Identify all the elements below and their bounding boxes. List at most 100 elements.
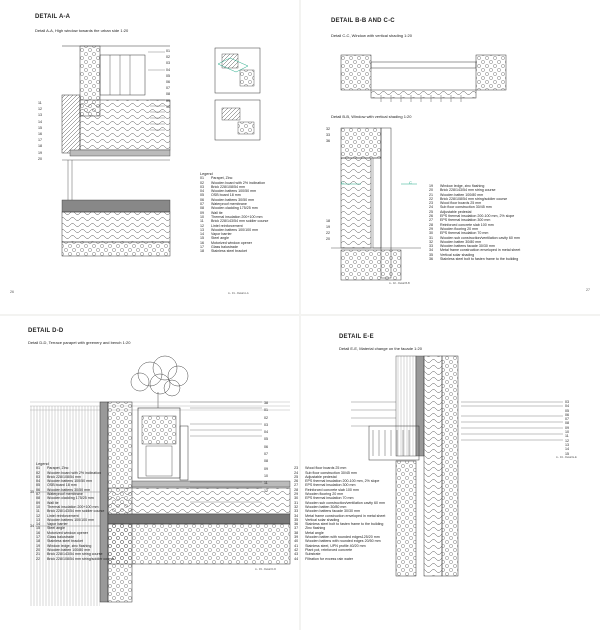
legend-item-number: 18 [200,249,204,254]
legend-item-label: Wooden flooring 20 mm [440,226,479,231]
callout: 05 [166,73,170,78]
legend-item-label: Wooden sub construction/ventilation cavi… [305,500,385,505]
callout: 13 [565,442,569,447]
legend-item-label: Parapet, Zinc [47,466,69,471]
legend-item-number: 22 [36,556,40,561]
legend-item-label: Brick 228/108/54 mm string/soldier cours… [47,556,115,561]
legend-item-label: Brick 228/108/54 mm [47,474,81,479]
legend-item-number: 06 [200,197,204,202]
legend-item-label: OSB board 18 mm [47,483,77,488]
legend-item-number: 34 [294,513,299,518]
legend-item-label: Brick 228/143/54 mm soldier course [47,509,105,514]
page-subtitle: Detail E-E, Material change on the facad… [339,346,422,351]
legend-item-label: Wooden batten 30/80 mm [440,239,482,244]
legend-item-label: Lintel reinforcement [47,513,79,518]
callout: 10 [166,104,170,109]
legend-item-label: Stainless steel bracket [211,249,247,254]
legend-item-number: 13 [200,227,204,232]
legend-item-number: 05 [200,193,204,198]
legend-title: Legend [200,172,213,176]
legend-item-label: EPS thermal insulation 300 mm [305,483,356,488]
legend-item-label: OSB board 18 mm [211,193,241,198]
legend-item-label: Wooden battens 100/100 mm [47,517,95,522]
page-subtitle: Detail C-C, Window with vertical shading… [331,33,412,38]
legend-item-label: Wooden batten 100/80 mm [440,192,484,197]
callout-numbers: 38 01 02 03 04 05 06 07 08 09 10 11 12 [264,400,268,495]
callout-numbers: 01 02 03 04 05 06 07 08 09 10 [166,48,170,110]
legend-item-label: Zinc flashing [305,526,326,531]
legend-item-number: 28 [294,487,299,492]
legend-item-label: Substrate [305,552,321,557]
legend-item-number: 21 [36,552,40,557]
legend-item-number: 09 [200,210,204,215]
callout: 07 [166,86,170,91]
callout: 01 [166,49,170,53]
legend-item-label: Wooden battens 100/50 mm [47,479,93,484]
legend-item-label: Waterproof membrane [211,202,247,207]
callout: 09 [264,466,268,471]
section-drawing-dd [30,355,291,606]
callout: 02 [166,55,170,60]
legend-item-label: Wooden battens with rounded edges 20/50 … [305,539,381,544]
legend-item-label: Wall tie [211,210,223,215]
page-subtitle: Detail D-D, Terrace parapet with greener… [28,340,131,345]
legend-item-number: 05 [36,483,40,488]
callout: 06 [166,80,170,85]
legend-item-label: Metal frame construction enveloped in me… [440,248,521,253]
section-drawing-aa [61,45,261,257]
legend-item-number: 08 [36,496,40,501]
legend-item-number: 24 [429,205,433,210]
legend-item-label: Wooden cladding 175/25 mm [211,206,258,211]
legend-item-label: Window ledge, zinc flashing [47,543,92,548]
legend-item-number: 14 [200,232,204,237]
legend-item-number: 30 [429,231,433,236]
legend-item-label: Filtration for excess rain water [305,556,354,561]
legend-item-number: 08 [200,206,204,211]
legend-item-label: Sub floor construction 30/45 mm [440,205,492,210]
section-drawing-bb [331,54,507,281]
callout: 15 [38,125,42,130]
legend-item-number: 25 [294,474,299,479]
page-title: DETAIL B-B AND C-C [331,18,395,24]
legend-item-number: 17 [200,245,204,250]
page-title: DETAIL A-A [35,14,71,20]
callout: 34 [30,524,34,528]
callout: 11 [565,434,569,439]
callout-numbers-left: 11 12 13 14 15 16 17 18 19 20 [38,100,42,162]
callout: 07 [264,452,268,457]
callout: 03 [264,422,268,427]
callout: 16 [38,132,42,137]
page-number: 26 [10,290,14,294]
legend-item-label: Metal angle [305,530,324,535]
legend-item-label: Stainless steel bolt to fasten frame to … [305,522,384,527]
legend-item-number: 02 [36,470,40,475]
legend-item-label: Brick 228/143/54 mm string course [440,188,496,193]
legend-item-label: Motorized window opener [47,530,88,535]
callout: 22 [326,231,330,235]
legend-item-number: 37 [294,526,299,531]
legend-item-label: Wall tie [47,500,59,505]
callout: 04 [264,430,268,435]
page-subtitle: Detail A-A, High window towards the urba… [35,28,129,33]
legend-item-number: 10 [36,504,40,509]
legend-item-number: 23 [294,466,299,471]
